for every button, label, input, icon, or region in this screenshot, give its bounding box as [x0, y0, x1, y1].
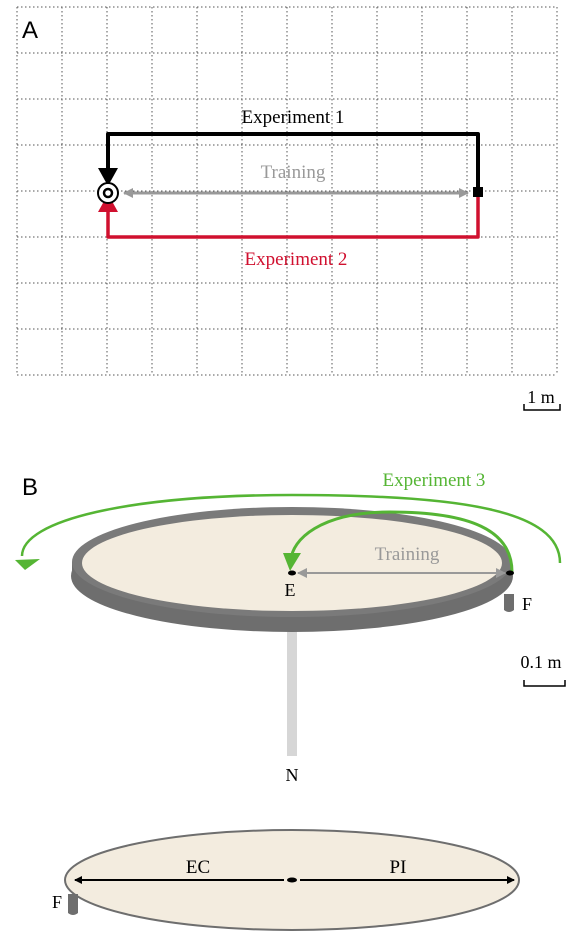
experiment-1-path: [106, 132, 480, 192]
north-label: N: [286, 765, 299, 785]
training-label-b: Training: [375, 544, 440, 565]
nest-icon: [97, 182, 119, 204]
nest-label-e: E: [285, 580, 296, 600]
experiment-3-inner-arc: [289, 510, 514, 573]
feeder-post-c: [68, 894, 78, 915]
feeder-dot-b: [506, 570, 514, 576]
support-pole: [287, 628, 297, 756]
experiment-1-label: Experiment 1: [242, 107, 345, 128]
panel-a: A Experiment 1 Training Experiment 2 1 m: [16, 6, 561, 411]
scale-label-a: 1 m: [527, 387, 555, 407]
panel-b: B Experiment 3 Training E F 0.1 m N: [15, 470, 566, 785]
pi-label: PI: [390, 857, 407, 878]
scale-bar-b: [523, 680, 566, 687]
experiment-3-label: Experiment 3: [383, 470, 486, 491]
release-point: [287, 877, 297, 883]
panel-c: EC PI F: [52, 829, 520, 931]
experiment-2-label: Experiment 2: [245, 249, 348, 270]
experiment-2-path: [106, 194, 480, 239]
panel-b-letter: B: [22, 474, 38, 501]
feeder-marker: [473, 187, 483, 197]
experiment-3-outer-arrowhead: [15, 559, 40, 570]
arena-platform: [71, 507, 513, 632]
feeder-label-f-b: F: [522, 594, 532, 614]
scale-bar-a: [523, 404, 561, 411]
experiment-3-outer-arc: [20, 493, 562, 564]
feeder-label-f-c: F: [52, 892, 62, 912]
feeder-post-b: [504, 594, 514, 612]
scale-label-b: 0.1 m: [520, 652, 561, 672]
nest-dot-b: [288, 570, 296, 576]
experiment-1-arrowhead: [98, 168, 118, 186]
experiment-3-inner-arrowhead: [283, 553, 301, 571]
ec-label: EC: [186, 857, 210, 878]
training-label-a: Training: [261, 162, 326, 183]
panel-a-letter: A: [22, 17, 38, 44]
